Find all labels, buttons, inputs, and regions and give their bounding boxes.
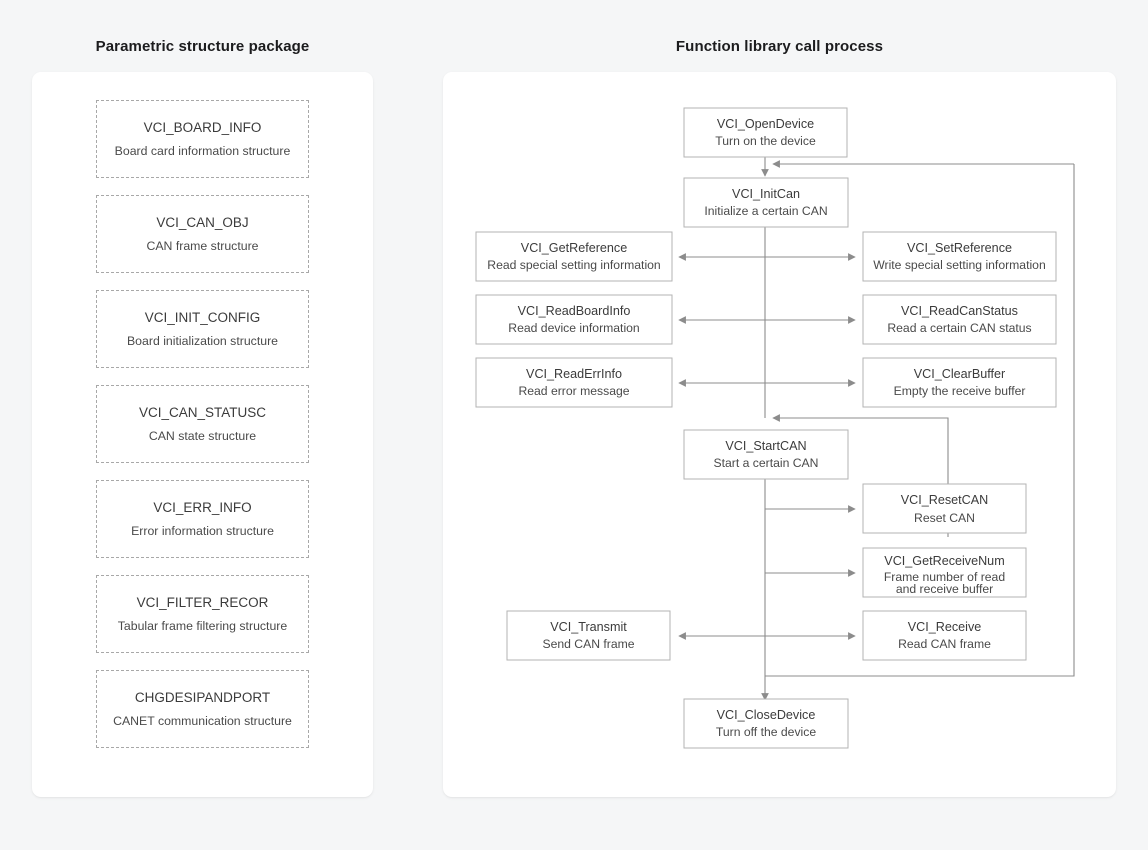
struct-box-vci-can-obj: VCI_CAN_OBJ CAN frame structure xyxy=(96,195,309,273)
struct-name: VCI_INIT_CONFIG xyxy=(144,310,261,325)
struct-desc: CAN state structure xyxy=(148,429,257,443)
node-desc: Read error message xyxy=(518,384,629,398)
node-desc: Read a certain CAN status xyxy=(887,321,1031,335)
connector-outer-right-rail xyxy=(765,164,1075,677)
flow-node-get-receive-num[interactable]: VCI_GetReceiveNum Frame number of read a… xyxy=(862,547,1027,598)
flow-node-read-can-status[interactable]: VCI_ReadCanStatus Read a certain CAN sta… xyxy=(862,294,1057,345)
node-desc: Frame number of read xyxy=(884,570,1005,584)
node-title: VCI_SetReference xyxy=(907,241,1012,255)
node-title: VCI_ResetCAN xyxy=(901,493,989,507)
function-call-flowchart: VCI_OpenDevice Turn on the device VCI_In… xyxy=(475,107,1075,749)
node-desc: Initialize a certain CAN xyxy=(704,204,827,218)
struct-box-chgdesipandport: CHGDESIPANDPORT CANET communication stru… xyxy=(96,670,309,748)
node-desc: Turn off the device xyxy=(716,725,816,739)
struct-box-vci-board-info: VCI_BOARD_INFO Board card information st… xyxy=(96,100,309,178)
struct-desc: Tabular frame filtering structure xyxy=(117,619,288,633)
node-title: VCI_OpenDevice xyxy=(717,117,814,131)
flow-node-close-device[interactable]: VCI_CloseDevice Turn off the device xyxy=(683,698,849,749)
struct-desc: Board card information structure xyxy=(114,144,291,158)
struct-box-vci-init-config: VCI_INIT_CONFIG Board initialization str… xyxy=(96,290,309,368)
flow-node-receive[interactable]: VCI_Receive Read CAN frame xyxy=(862,610,1027,661)
flow-node-read-err-info[interactable]: VCI_ReadErrInfo Read error message xyxy=(475,357,673,408)
flow-node-start-can[interactable]: VCI_StartCAN Start a certain CAN xyxy=(683,429,849,480)
struct-box-vci-can-statusc: VCI_CAN_STATUSC CAN state structure xyxy=(96,385,309,463)
struct-desc: Board initialization structure xyxy=(126,334,279,348)
struct-name: VCI_FILTER_RECOR xyxy=(136,595,269,610)
flow-node-open-device[interactable]: VCI_OpenDevice Turn on the device xyxy=(683,107,848,158)
node-desc: Write special setting information xyxy=(873,258,1046,272)
node-desc: Read CAN frame xyxy=(898,637,991,651)
node-title: VCI_ClearBuffer xyxy=(914,367,1005,381)
node-title: VCI_GetReceiveNum xyxy=(884,554,1004,568)
panel-title-parametric-structure: Parametric structure package xyxy=(95,38,310,55)
struct-desc: Error information structure xyxy=(131,524,274,538)
panel-title-function-library: Function library call process xyxy=(675,38,884,55)
flow-node-get-reference[interactable]: VCI_GetReference Read special setting in… xyxy=(475,231,673,282)
parametric-structure-card: VCI_BOARD_INFO Board card information st… xyxy=(32,72,373,797)
node-title: VCI_ReadCanStatus xyxy=(901,304,1018,318)
flow-node-clear-buffer[interactable]: VCI_ClearBuffer Empty the receive buffer xyxy=(862,357,1057,408)
struct-desc: CANET communication structure xyxy=(113,714,292,728)
struct-desc: CAN frame structure xyxy=(146,239,259,253)
node-desc: Empty the receive buffer xyxy=(894,384,1026,398)
node-title: VCI_Transmit xyxy=(550,620,627,634)
node-title: VCI_CloseDevice xyxy=(717,708,816,722)
flow-node-init-can[interactable]: VCI_InitCan Initialize a certain CAN xyxy=(683,177,849,228)
node-title: VCI_ReadErrInfo xyxy=(526,367,622,381)
node-desc-line2: and receive buffer xyxy=(896,582,993,596)
node-desc: Turn on the device xyxy=(715,134,816,148)
struct-box-vci-err-info: VCI_ERR_INFO Error information structure xyxy=(96,480,309,558)
node-title: VCI_InitCan xyxy=(732,187,800,201)
node-desc: Send CAN frame xyxy=(542,637,634,651)
struct-name: VCI_CAN_OBJ xyxy=(156,215,249,230)
struct-box-vci-filter-recor: VCI_FILTER_RECOR Tabular frame filtering… xyxy=(96,575,309,653)
flow-node-set-reference[interactable]: VCI_SetReference Write special setting i… xyxy=(862,231,1057,282)
struct-name: CHGDESIPANDPORT xyxy=(134,690,271,705)
struct-name: VCI_BOARD_INFO xyxy=(143,120,262,135)
node-title: VCI_Receive xyxy=(908,620,982,634)
node-desc: Read special setting information xyxy=(487,258,660,272)
node-title: VCI_GetReference xyxy=(521,241,627,255)
node-title: VCI_StartCAN xyxy=(725,439,806,453)
struct-name: VCI_ERR_INFO xyxy=(153,500,252,515)
struct-name: VCI_CAN_STATUSC xyxy=(138,405,267,420)
flow-node-read-board-info[interactable]: VCI_ReadBoardInfo Read device informatio… xyxy=(475,294,673,345)
flow-node-reset-can[interactable]: VCI_ResetCAN Reset CAN xyxy=(862,483,1027,534)
flow-node-transmit[interactable]: VCI_Transmit Send CAN frame xyxy=(506,610,671,661)
node-desc: Start a certain CAN xyxy=(714,456,819,470)
node-desc: Reset CAN xyxy=(914,511,975,525)
node-title: VCI_ReadBoardInfo xyxy=(518,304,631,318)
node-desc: Read device information xyxy=(508,321,639,335)
